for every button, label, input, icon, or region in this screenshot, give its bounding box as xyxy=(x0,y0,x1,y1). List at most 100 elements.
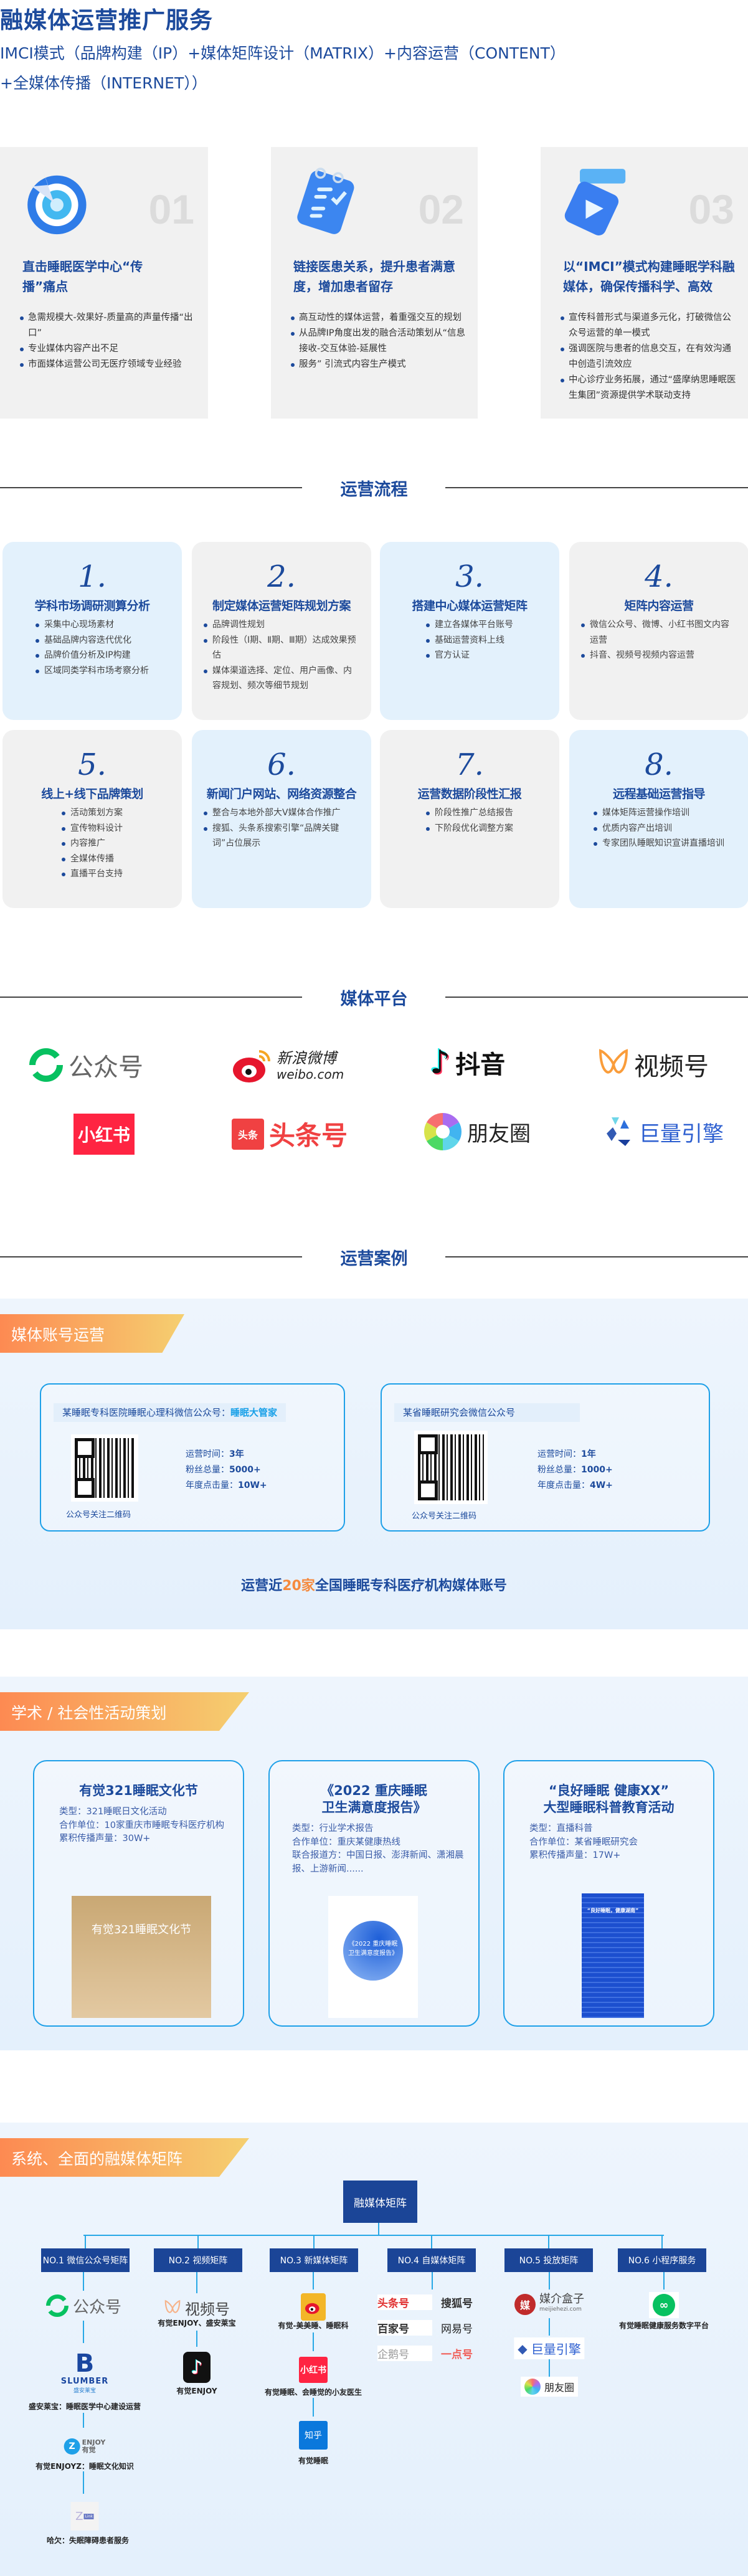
step-number: 8. xyxy=(645,747,673,782)
logo-text: Link xyxy=(83,2513,94,2519)
step-title: 新闻门户网站、网络资源整合 xyxy=(206,787,357,801)
weibo-icon xyxy=(301,2293,326,2321)
step-bullet: 采集中心现场素材 xyxy=(36,617,149,633)
video-play-icon xyxy=(564,169,626,235)
matrix-caption: 盛安莱宝：睡眠医学中心建设运营 xyxy=(28,2402,141,2411)
self-media-logos: 头条号 搜狐号 百家号 网易号 企鹅号 一点号 xyxy=(377,2294,491,2361)
feature-card: 01 直击睡眠医学中心“传播”痛点 急需规模大-效果好-质量高的声量传播“出口”… xyxy=(0,147,208,419)
step-bullet: 直播平台支持 xyxy=(62,866,123,882)
matrix-caption: 有觉睡眠健康服务数字平台 xyxy=(618,2321,709,2330)
activity-poster[interactable]: “良好睡眠，健康湖南” xyxy=(582,1893,644,2018)
feature-bullet: 高互动性的媒体运营，着重强交互的规划 xyxy=(291,310,469,326)
matrix-weibo-logo xyxy=(301,2293,326,2321)
target-icon xyxy=(27,169,87,235)
activity-detail: 类型：直播科普 xyxy=(529,1824,593,1834)
sohu-logo: 搜狐号 xyxy=(441,2298,473,2310)
activity-detail: 累积传播声量：17W+ xyxy=(529,1850,621,1860)
step-bullet: 专家团队睡眠知识宣讲直播培训 xyxy=(594,836,724,851)
netease-logo: 网易号 xyxy=(441,2323,473,2336)
channels-icon xyxy=(599,1049,628,1074)
logo-text: 公众号 xyxy=(72,2298,122,2317)
qr-code[interactable] xyxy=(71,1434,138,1502)
step-bullet: 媒体矩阵运营操作培训 xyxy=(594,805,724,821)
page-title: 融媒体运营推广服务 xyxy=(0,7,213,34)
logo-text: 盛安莱宝 xyxy=(73,2388,97,2394)
process-step-card: 7.运营数据阶段性汇报阶段性推广总结报告下阶段优化调整方案 xyxy=(380,730,559,908)
step-bullet: 活动策划方案 xyxy=(62,805,123,821)
feature-title: 直击睡眠医学中心“传播”痛点 xyxy=(22,259,143,294)
step-number: 7. xyxy=(455,747,484,782)
activity-title: 大型睡眠科普教育活动 xyxy=(543,1800,675,1815)
pyq-logo: 朋友圈 xyxy=(520,2377,579,2397)
process-step-card: 8. 远程基础运营指导媒体矩阵运营操作培训优质内容产出培训专家团队睡眠知识宣讲直播… xyxy=(569,730,748,908)
weibo-icon xyxy=(233,1050,270,1082)
wechat-official-icon xyxy=(45,2294,69,2317)
step-number: 2. xyxy=(267,559,296,594)
account-stats: 运营时间：3年 粉丝总量：5000+ 年度点击量：10W+ xyxy=(186,1447,267,1494)
page-subtitle: IMCI模式（品牌构建（IP）+媒体矩阵设计（MATRIX）+内容运营（CONT… xyxy=(0,44,566,62)
zhihu-icon: 知乎 xyxy=(299,2421,328,2450)
stat-label: 年度点击量： xyxy=(537,1480,590,1490)
zlink-icon: Z xyxy=(75,2509,83,2523)
feature-title: 链接医患关系，提升患者满意度，增加患者留存 xyxy=(293,259,455,294)
douyin-icon: ♪ xyxy=(430,1044,451,1081)
process-step-card: 2.制定媒体运营矩阵规划方案品牌调性规划阶段性（Ⅰ期、Ⅱ期、Ⅲ期）达成效果预估媒… xyxy=(192,542,371,720)
wechat-official-icon xyxy=(29,1048,63,1082)
step-number: 4. xyxy=(645,559,673,594)
stat-value: 1年 xyxy=(581,1449,596,1459)
step-number: 5. xyxy=(78,747,107,782)
summary-text: 运营近 xyxy=(241,1578,283,1594)
feature-bullet: 强调医院与患者的信息交互，在有效沟通中创造引流效应 xyxy=(561,341,739,372)
matrix-column-header: NO.4 自媒体矩阵 xyxy=(387,2248,476,2272)
activity-detail: 合作单位：重庆某健康热线 xyxy=(292,1837,400,1847)
matrix-zhihu-logo: 知乎 xyxy=(299,2421,328,2450)
qr-caption: 公众号关注二维码 xyxy=(412,1512,477,1521)
qr-code[interactable] xyxy=(414,1431,488,1504)
toutiao-icon: 头条 xyxy=(232,1118,264,1150)
step-bullet: 官方认证 xyxy=(426,648,513,663)
ocean-engine-icon: ◆ xyxy=(518,2341,528,2356)
meijie-icon: 媒 xyxy=(514,2294,536,2315)
step-bullet: 阶段性推广总结报告 xyxy=(426,805,513,821)
checklist-icon xyxy=(297,168,354,234)
stat-label: 运营时间： xyxy=(537,1449,581,1459)
step-bullet: 区域同类学科市场考察分析 xyxy=(36,663,149,679)
matrix-channels-logo: 视频号 xyxy=(164,2297,230,2319)
matrix-douyin-logo: ♪ xyxy=(183,2352,211,2383)
summary-text: 全国睡眠专科医疗机构媒体账号 xyxy=(315,1578,507,1594)
process-step-card: 5.线上+线下品牌策划活动策划方案宣传物料设计内容推广全媒体传播直播平台支持 xyxy=(2,730,182,908)
platform-ocean-engine: 巨量引擎 xyxy=(603,1115,724,1148)
activity-poster[interactable]: 有觉321睡眠文化节 xyxy=(72,1896,211,2018)
platform-wechat: 公众号 xyxy=(29,1046,143,1084)
logo-text: 巨量引擎 xyxy=(531,2342,581,2357)
process-step-card: 6.新闻门户网站、网络资源整合整合与本地外部大V媒体合作推广搜狐、头条系搜索引擎… xyxy=(192,730,371,908)
logo-text: 有觉 xyxy=(82,2446,96,2454)
account-name-highlight: 睡眠大管家 xyxy=(230,1407,278,1418)
logo-text: ENJOY xyxy=(82,2438,106,2446)
matrix-caption: 有觉睡眠、会睡觉的小友医生 xyxy=(264,2388,362,2397)
platform-moments: 朋友圈 xyxy=(424,1112,531,1152)
page-subtitle-cont: +全媒体传播（INTERNET）） xyxy=(0,74,207,92)
section-header-process: 运营流程 xyxy=(0,475,748,500)
platform-name: 视频号 xyxy=(634,1053,709,1081)
section-header-cases: 运营案例 xyxy=(0,1244,748,1269)
step-title: 远程基础运营指导 xyxy=(612,787,706,801)
step-bullet: 优质内容产出培训 xyxy=(594,821,724,836)
stat-value: 4W+ xyxy=(590,1480,613,1490)
step-bullet: 搜狐、头条系搜索引擎“品牌关键词”占位展示 xyxy=(204,821,359,851)
account-card: 某省睡眠研究会微信公众号 公众号关注二维码 运营时间：1年 粉丝总量：1000+… xyxy=(381,1383,710,1532)
feature-number: 02 xyxy=(418,186,464,232)
activity-poster[interactable]: 《2022 重庆睡眠卫生满意度报告》 xyxy=(328,1896,418,2018)
stat-label: 粉丝总量： xyxy=(537,1465,581,1475)
platform-channels: 视频号 xyxy=(598,1046,709,1082)
summary-count: 20家 xyxy=(282,1578,315,1594)
step-bullet: 抖音、视频号视频内容运营 xyxy=(581,648,737,663)
cases-summary: 运营近20家全国睡眠专科医疗机构媒体账号 xyxy=(0,1574,748,1594)
slumber-icon: B xyxy=(75,2349,95,2378)
platform-douyin: ♪ 抖音 xyxy=(430,1044,505,1081)
activity-card: “良好睡眠 健康XX”大型睡眠科普教育活动 类型：直播科普合作单位：某省睡眠研究… xyxy=(503,1760,714,2027)
logo-text: 朋友圈 xyxy=(544,2382,575,2394)
matrix-column-header: NO.3 新媒体矩阵 xyxy=(270,2248,358,2272)
process-step-card: 1.学科市场调研测算分析采集中心现场素材基础品牌内容迭代优化品牌价值分析及IP构… xyxy=(2,542,182,720)
section-title: 媒体平台 xyxy=(340,990,408,1009)
